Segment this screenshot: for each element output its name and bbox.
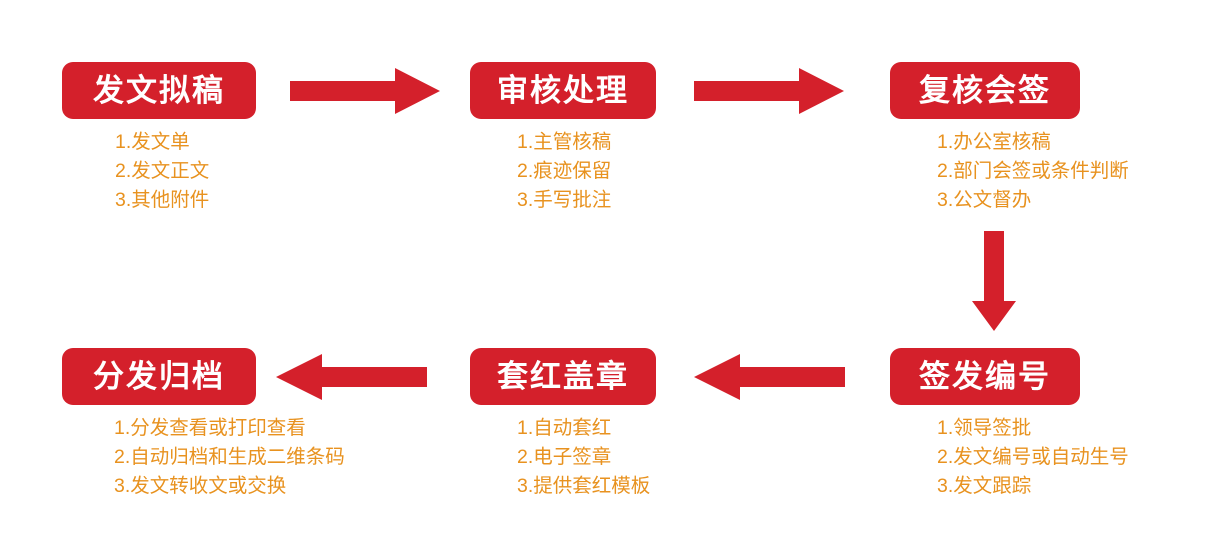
list-item: 3.其他附件 bbox=[115, 189, 210, 211]
list-item: 1.领导签批 bbox=[937, 417, 1032, 439]
stage-box-draft[interactable]: 发文拟稿 bbox=[62, 62, 256, 119]
list-item: 2.发文正文 bbox=[115, 160, 210, 182]
stage-list-seal: 1.自动套红 2.电子签章 3.提供套红模板 bbox=[517, 414, 650, 501]
list-item: 1.自动套红 bbox=[517, 417, 612, 439]
list-item: 2.部门会签或条件判断 bbox=[937, 160, 1129, 182]
list-item: 1.办公室核稿 bbox=[937, 131, 1051, 153]
stage-list-distribute: 1.分发查看或打印查看 2.自动归档和生成二维条码 3.发文转收文或交换 bbox=[114, 414, 345, 501]
arrow-left-seal-to-distribute bbox=[276, 354, 427, 400]
stage-list-countersign: 1.办公室核稿 2.部门会签或条件判断 3.公文督办 bbox=[937, 128, 1129, 215]
stage-title-distribute: 分发归档 bbox=[93, 359, 225, 394]
stage-box-review[interactable]: 审核处理 bbox=[470, 62, 656, 119]
list-item: 3.手写批注 bbox=[517, 189, 612, 211]
stage-box-seal[interactable]: 套红盖章 bbox=[470, 348, 656, 405]
list-item: 2.痕迹保留 bbox=[517, 160, 612, 182]
stage-list-review: 1.主管核稿 2.痕迹保留 3.手写批注 bbox=[517, 128, 611, 215]
list-item: 1.分发查看或打印查看 bbox=[114, 417, 306, 439]
stage-box-distribute[interactable]: 分发归档 bbox=[62, 348, 256, 405]
stage-title-issue-number: 签发编号 bbox=[919, 359, 1051, 394]
list-item: 3.公文督办 bbox=[937, 189, 1032, 211]
arrow-left-issue-number-to-seal bbox=[694, 354, 845, 400]
stage-box-issue-number[interactable]: 签发编号 bbox=[890, 348, 1080, 405]
stage-list-issue-number: 1.领导签批 2.发文编号或自动生号 3.发文跟踪 bbox=[937, 414, 1129, 501]
stage-title-draft: 发文拟稿 bbox=[93, 73, 225, 108]
list-item: 1.发文单 bbox=[115, 131, 190, 153]
arrow-right-draft-to-review bbox=[290, 68, 440, 114]
list-item: 2.自动归档和生成二维条码 bbox=[114, 446, 345, 468]
list-item: 3.提供套红模板 bbox=[517, 475, 651, 497]
stage-list-draft: 1.发文单 2.发文正文 3.其他附件 bbox=[115, 128, 209, 215]
stage-title-review: 审核处理 bbox=[497, 73, 629, 108]
arrow-right-review-to-countersign bbox=[694, 68, 844, 114]
list-item: 2.发文编号或自动生号 bbox=[937, 446, 1129, 468]
stage-title-seal: 套红盖章 bbox=[497, 359, 629, 394]
list-item: 3.发文跟踪 bbox=[937, 475, 1032, 497]
list-item: 2.电子签章 bbox=[517, 446, 612, 468]
list-item: 1.主管核稿 bbox=[517, 131, 612, 153]
arrow-down-countersign-to-issue-number bbox=[972, 231, 1016, 331]
list-item: 3.发文转收文或交换 bbox=[114, 475, 287, 497]
stage-box-countersign[interactable]: 复核会签 bbox=[890, 62, 1080, 119]
stage-title-countersign: 复核会签 bbox=[919, 73, 1051, 108]
